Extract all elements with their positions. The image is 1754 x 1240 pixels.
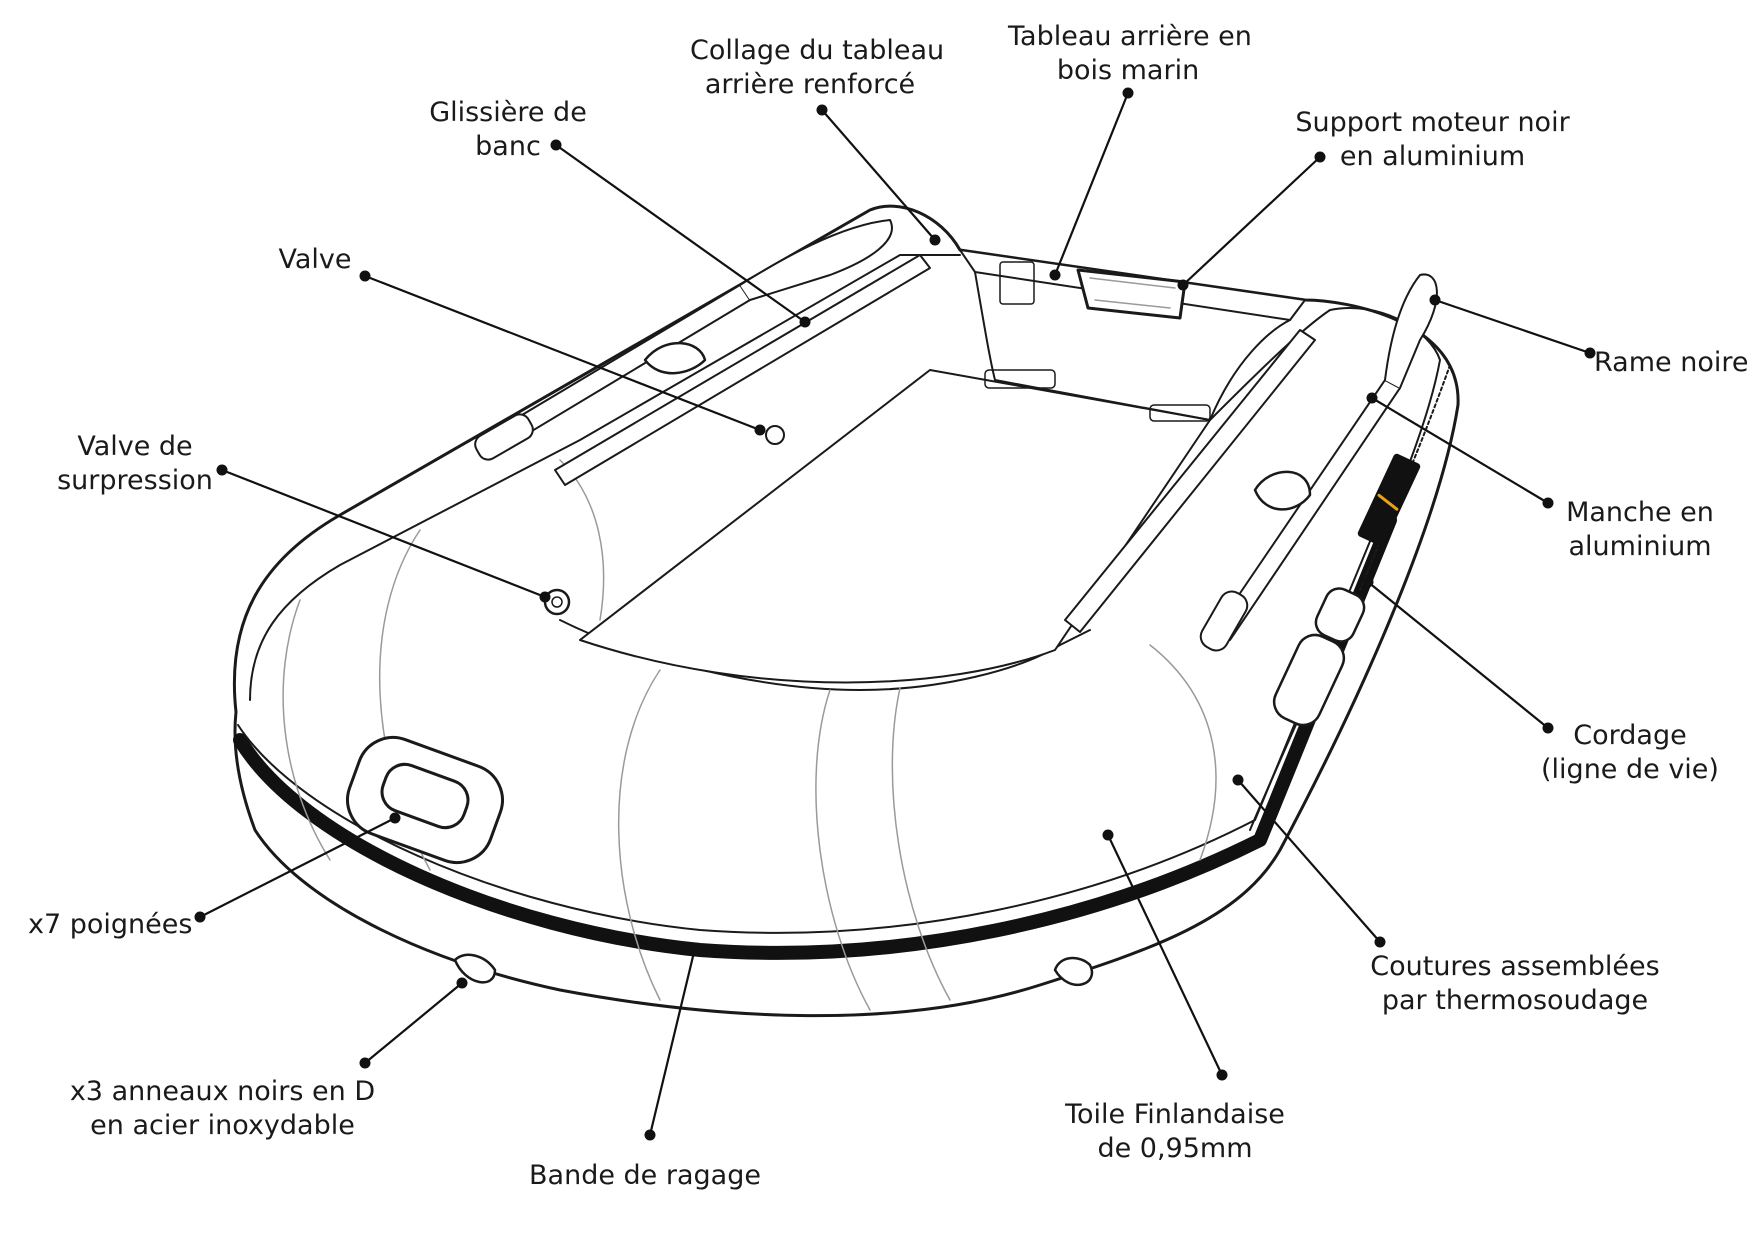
label-cordage: Cordage (ligne de vie) <box>1525 719 1735 787</box>
leader-dot-poignees-label <box>194 911 206 923</box>
rub-strake <box>233 513 1397 960</box>
handle-right <box>1272 587 1366 727</box>
label-cordage-line2: (ligne de vie) <box>1541 754 1719 785</box>
leader-dot-poignees-target <box>389 812 401 824</box>
bench-slide-left <box>554 254 931 486</box>
label-anneaux: x3 anneaux noirs en D en acier inoxydabl… <box>65 1075 380 1143</box>
leader-dot-coutures-target <box>1232 774 1244 786</box>
label-valve-line1: Valve <box>278 244 352 275</box>
label-surpression: Valve de surpression <box>55 430 215 498</box>
label-tableau-line2: bois marin <box>1056 55 1200 86</box>
leader-dot-collage-label <box>816 104 828 116</box>
leader-dot-coutures-label <box>1374 936 1386 948</box>
label-cordage-line1: Cordage <box>1573 720 1687 751</box>
label-anneaux-line1: x3 anneaux noirs en D <box>69 1076 376 1107</box>
leader-line-tableau <box>1053 92 1130 276</box>
leader-line-surpression <box>221 468 546 599</box>
right-oar <box>1199 273 1438 652</box>
oarlock-right <box>1253 470 1312 511</box>
label-collage-line1: Collage du tableau <box>690 35 945 66</box>
leader-dot-support-label <box>1314 151 1326 163</box>
leader-dot-collage-target <box>929 234 941 246</box>
tube-inner-edge <box>249 254 961 701</box>
label-surpression-line2: surpression <box>57 465 213 496</box>
label-rame: Rame noire <box>1594 346 1749 380</box>
leader-dot-rame-label <box>1584 347 1596 359</box>
label-toile-line2: de 0,95mm <box>1097 1133 1253 1164</box>
leader-line-manche <box>1371 397 1549 504</box>
label-poignees: x7 poignées <box>28 908 208 942</box>
leader-dot-rame-target <box>1429 294 1441 306</box>
leader-dot-manche-label <box>1542 497 1554 509</box>
leader-line-anneaux <box>364 982 463 1064</box>
floor <box>579 369 1211 684</box>
label-coutures-line1: Coutures assemblées <box>1370 951 1660 982</box>
label-manche: Manche en aluminium <box>1560 496 1720 564</box>
leader-dot-tableau-label <box>1122 87 1134 99</box>
leader-dot-cordage-target <box>1362 576 1374 588</box>
label-ragage-line1: Bande de ragage <box>529 1160 761 1191</box>
d-ring-right <box>1053 956 1094 987</box>
leader-dot-glissiere-target <box>799 316 811 328</box>
leader-dot-valve-label <box>359 270 371 282</box>
handle-front <box>346 736 504 864</box>
leader-dot-anneaux-label <box>359 1057 371 1069</box>
label-glissiere-line2: banc <box>475 131 541 162</box>
leader-line-rame <box>1434 298 1591 355</box>
left-oar <box>474 219 893 461</box>
label-poignees-line1: x7 poignées <box>28 909 193 940</box>
leader-dot-cordage-label <box>1542 722 1554 734</box>
bench-slide-right <box>1064 329 1316 633</box>
oarlock-left <box>643 341 707 375</box>
label-support-line2: en aluminium <box>1339 141 1526 172</box>
leader-dot-support-target <box>1177 279 1189 291</box>
d-ring-left <box>453 953 497 984</box>
label-rame-line1: Rame noire <box>1594 347 1749 378</box>
leader-dot-manche-target <box>1366 392 1378 404</box>
label-manche-line2: aluminium <box>1568 531 1712 562</box>
label-glissiere-line1: Glissière de <box>429 97 587 128</box>
leader-line-support <box>1182 156 1321 286</box>
leader-dot-surpression-target <box>539 591 551 603</box>
leader-dot-glissiere-label <box>550 139 562 151</box>
label-anneaux-line2: en acier inoxydable <box>90 1110 355 1141</box>
leader-dot-toile-target <box>1102 829 1114 841</box>
label-tableau: Tableau arrière en bois marin <box>1008 20 1252 88</box>
label-collage: Collage du tableau arrière renforcé <box>690 34 945 102</box>
leader-line-collage <box>821 109 936 241</box>
label-support-line1: Support moteur noir <box>1295 107 1570 138</box>
label-valve: Valve <box>270 243 360 277</box>
leader-line-toile <box>1107 834 1223 1076</box>
label-toile-line1: Toile Finlandaise <box>1065 1099 1285 1130</box>
leader-dot-anneaux-target <box>456 977 468 989</box>
leader-lines <box>194 87 1596 1141</box>
leader-line-ragage <box>648 947 697 1136</box>
label-collage-line2: arrière renforcé <box>704 69 916 100</box>
leader-dot-surpression-label <box>216 464 228 476</box>
leader-line-glissiere <box>555 144 806 323</box>
leader-dot-ragage-target <box>689 942 701 954</box>
leader-dot-valve-target <box>754 424 766 436</box>
label-coutures: Coutures assemblées par thermosoudage <box>1365 950 1665 1018</box>
leader-dot-ragage-label <box>644 1129 656 1141</box>
brand-plate <box>1357 453 1421 547</box>
label-surpression-line1: Valve de <box>77 431 193 462</box>
label-coutures-line2: par thermosoudage <box>1381 985 1649 1016</box>
label-manche-line1: Manche en <box>1566 497 1714 528</box>
valve-top <box>765 425 785 445</box>
label-toile: Toile Finlandaise de 0,95mm <box>1040 1098 1310 1166</box>
label-tableau-line1: Tableau arrière en <box>1008 21 1252 52</box>
label-support: Support moteur noir en aluminium <box>1290 106 1575 174</box>
leader-dot-tableau-target <box>1049 269 1061 281</box>
label-glissiere: Glissière de banc <box>418 96 598 164</box>
label-ragage: Bande de ragage <box>525 1159 765 1193</box>
leader-line-poignees <box>199 817 396 918</box>
leader-dot-toile-label <box>1216 1069 1228 1081</box>
leader-line-cordage <box>1367 581 1549 729</box>
leader-line-valve <box>364 274 761 432</box>
leader-line-coutures <box>1237 779 1381 943</box>
